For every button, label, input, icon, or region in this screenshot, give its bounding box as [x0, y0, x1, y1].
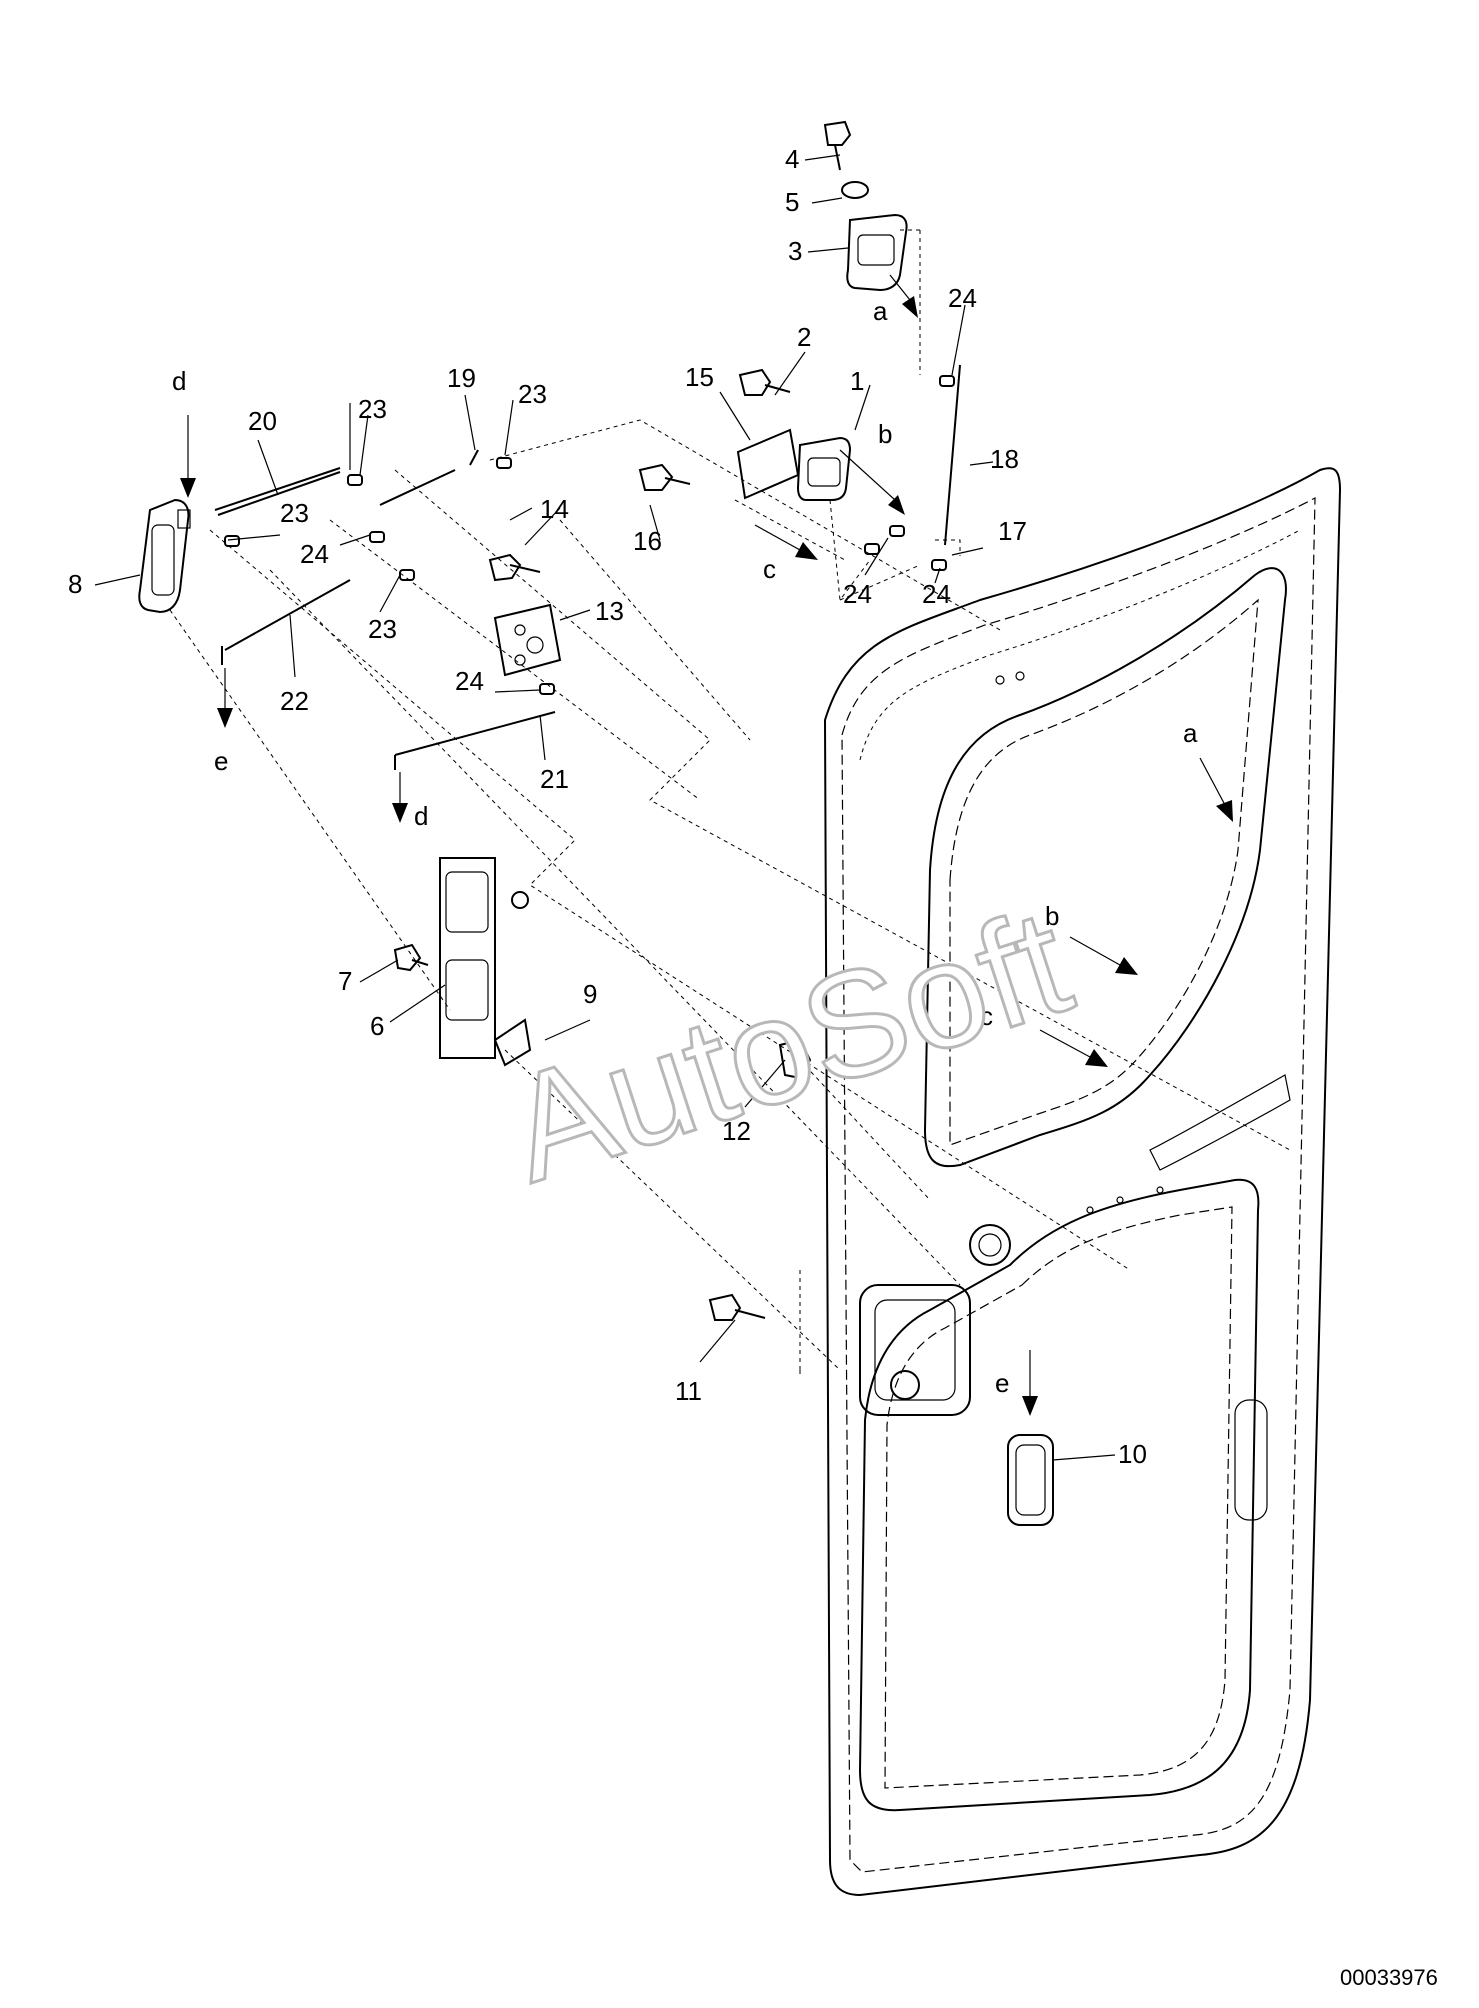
letter-c-panel: c	[980, 1001, 993, 1031]
label-6: 6	[370, 1011, 384, 1041]
label-24d: 24	[843, 579, 872, 609]
bolts	[488, 120, 869, 582]
letter-b-top: b	[878, 419, 892, 449]
label-15: 15	[685, 362, 714, 392]
label-3: 3	[788, 236, 802, 266]
rods	[214, 364, 961, 770]
label-18: 18	[990, 444, 1019, 474]
misc-parts	[393, 943, 1054, 1526]
label-11: 11	[675, 1376, 702, 1406]
lock-plate	[493, 603, 562, 677]
label-24a: 24	[300, 539, 329, 569]
striker	[846, 213, 908, 292]
label-5: 5	[785, 187, 799, 217]
label-22: 22	[280, 686, 309, 716]
label-24b: 24	[455, 666, 484, 696]
label-23a: 23	[358, 394, 387, 424]
label-24c: 24	[948, 283, 977, 313]
label-24e: 24	[922, 579, 951, 609]
label-16: 16	[633, 526, 662, 556]
letter-d-mid: d	[414, 801, 428, 831]
label-14: 14	[540, 494, 569, 524]
letter-b-panel: b	[1045, 901, 1059, 931]
label-2: 2	[797, 322, 811, 352]
letter-c-top: c	[763, 554, 776, 584]
label-20: 20	[248, 406, 277, 436]
view-arrows	[180, 274, 1233, 1416]
label-4: 4	[785, 144, 799, 174]
label-12: 12	[722, 1116, 751, 1146]
letter-a-panel: a	[1183, 718, 1198, 748]
letter-e-panel: e	[995, 1368, 1009, 1398]
drawing-code: 00033976	[1340, 1965, 1438, 1990]
label-1: 1	[850, 366, 864, 396]
label-17: 17	[998, 516, 1027, 546]
inner-handle	[138, 498, 191, 614]
label-21: 21	[540, 764, 569, 794]
guide-lines	[169, 229, 1291, 1375]
watermark: AutoSoft	[489, 876, 1088, 1214]
latch-assembly	[736, 428, 852, 501]
label-9: 9	[583, 979, 597, 1009]
leader-lines	[94, 154, 1116, 1461]
letter-e-left: e	[214, 746, 228, 776]
label-23b: 23	[518, 379, 547, 409]
letter-a-top: a	[873, 296, 888, 326]
clips	[224, 375, 955, 695]
label-13: 13	[595, 596, 624, 626]
part-labels: 1 2 3 4 5 6 7 8 9 10 11 12 13 14 15 16 1…	[68, 144, 1147, 1469]
label-23c: 23	[280, 498, 309, 528]
label-10: 10	[1118, 1439, 1147, 1469]
label-7: 7	[338, 966, 352, 996]
door-panel	[823, 467, 1342, 1897]
view-letters: a b c d e d a b c e	[172, 296, 1198, 1398]
label-19: 19	[447, 363, 476, 393]
exterior-handle-housing	[439, 857, 529, 1059]
letter-d-top: d	[172, 366, 186, 396]
label-23d: 23	[368, 614, 397, 644]
label-8: 8	[68, 569, 82, 599]
